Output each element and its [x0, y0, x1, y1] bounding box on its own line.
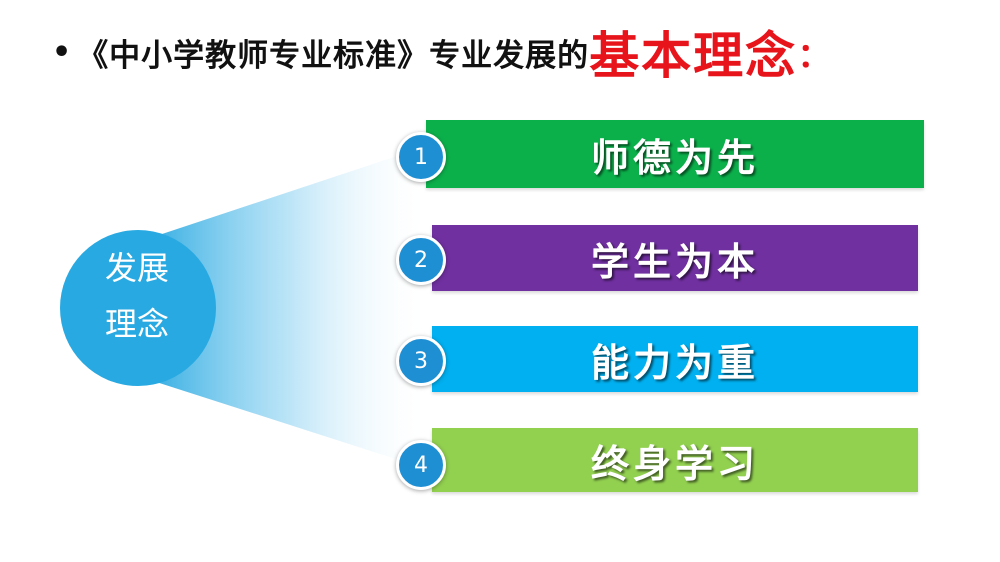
title-main-text: 《中小学教师专业标准》专业发展的 — [77, 37, 590, 74]
hub-label: 发展 理念 — [62, 240, 212, 352]
hub-label-line1: 发展 — [104, 249, 169, 287]
step-number-2: 2 — [396, 235, 446, 285]
concept-bar-1: 师德为先 — [426, 120, 924, 188]
title-colon: ： — [797, 35, 832, 76]
concept-bar-4: 终身学习 — [432, 428, 918, 492]
fan-connector — [150, 145, 430, 470]
hub-label-line2: 理念 — [104, 305, 169, 343]
title-emphasis-text: 基本理念 — [589, 27, 798, 85]
title-bullet: • — [52, 34, 72, 70]
step-number-3: 3 — [396, 336, 446, 386]
step-number-1: 1 — [396, 132, 446, 182]
hub-circle — [60, 230, 216, 386]
step-number-4: 4 — [396, 440, 446, 490]
concept-bar-3: 能力为重 — [432, 326, 918, 392]
page-title: • 《中小学教师专业标准》专业发展的 基本理念 ： — [52, 22, 832, 85]
concept-bar-2: 学生为本 — [432, 225, 918, 291]
